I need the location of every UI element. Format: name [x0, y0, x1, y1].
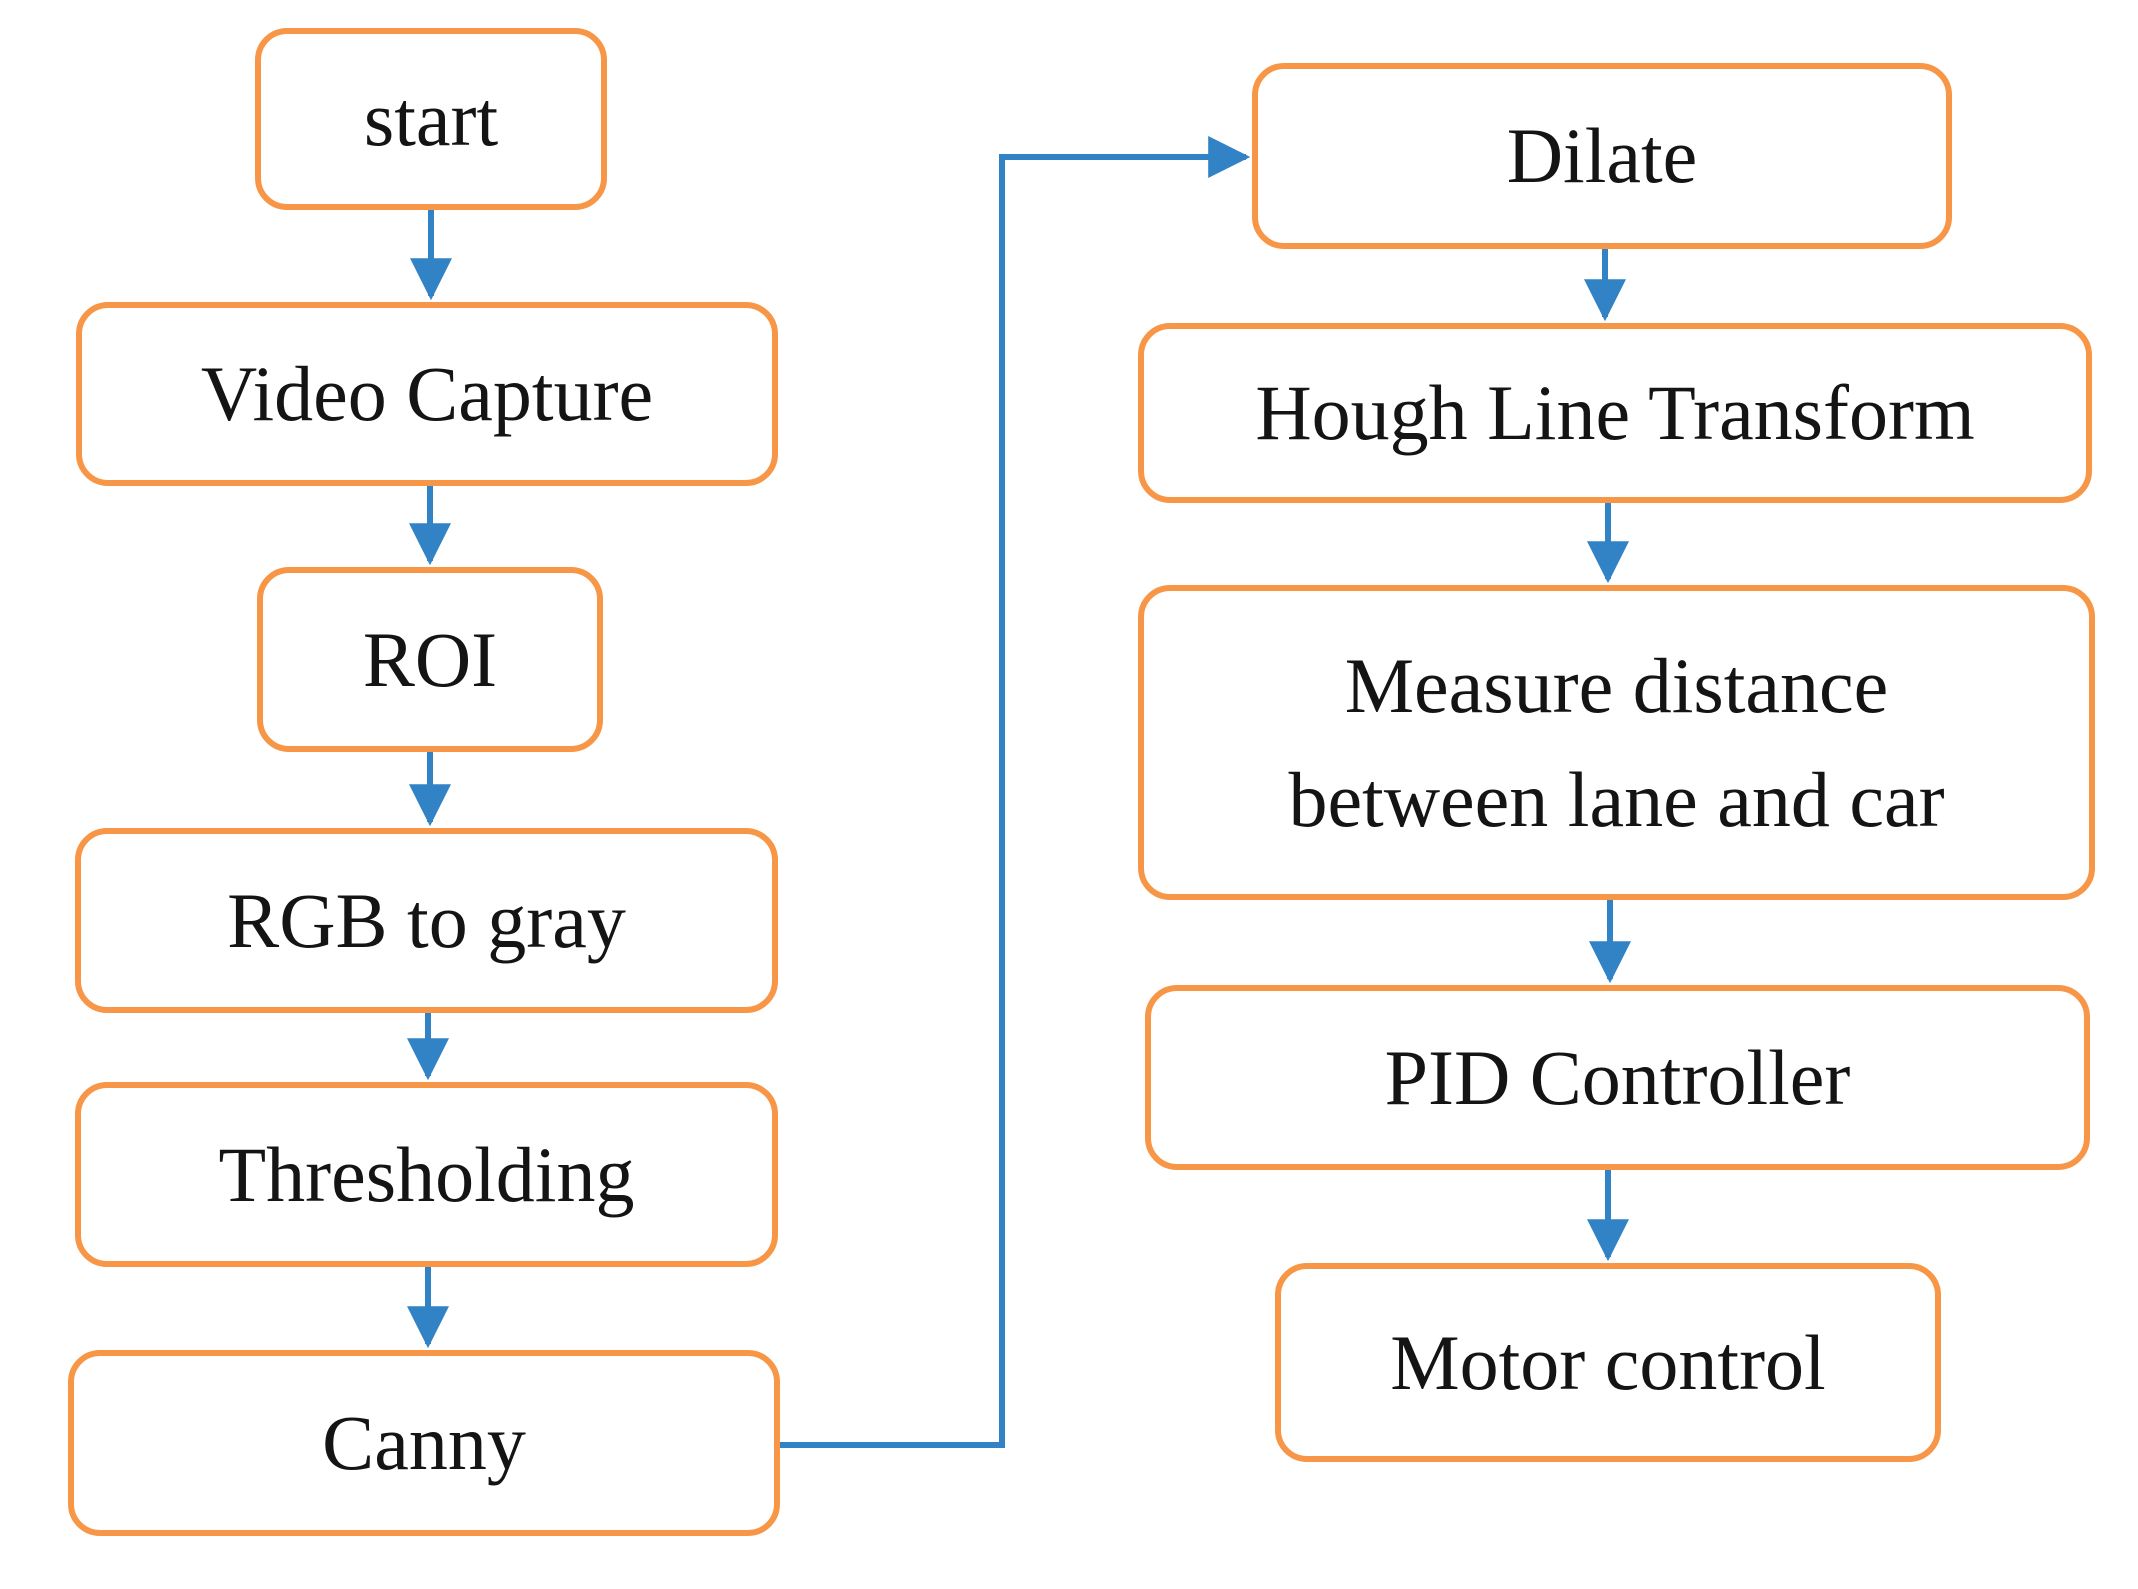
node-pid-controller: PID Controller [1145, 985, 2090, 1170]
node-thresholding: Thresholding [75, 1082, 778, 1267]
node-measure-distance-line1: Measure distance [1344, 642, 1889, 730]
node-canny-label: Canny [322, 1399, 526, 1487]
node-roi-label: ROI [362, 615, 498, 703]
node-measure-distance-line2: between lane and car [1288, 755, 1945, 843]
node-measure-distance: Measure distance between lane and car [1138, 585, 2095, 900]
node-video-capture: Video Capture [76, 302, 778, 486]
node-pid-controller-label: PID Controller [1384, 1033, 1851, 1121]
node-rgb-to-gray-label: RGB to gray [227, 876, 626, 964]
node-start: start [255, 28, 607, 210]
node-roi: ROI [257, 567, 603, 752]
node-start-label: start [363, 75, 499, 163]
edge-canny-to-dilate [780, 136, 1251, 1448]
node-dilate-label: Dilate [1506, 112, 1698, 200]
node-motor-control: Motor control [1275, 1263, 1941, 1462]
node-rgb-to-gray: RGB to gray [75, 828, 778, 1013]
node-thresholding-label: Thresholding [218, 1130, 635, 1218]
node-hough-line-transform: Hough Line Transform [1138, 323, 2092, 503]
node-canny: Canny [68, 1350, 780, 1536]
node-dilate: Dilate [1252, 63, 1952, 249]
node-hough-line-transform-label: Hough Line Transform [1255, 369, 1975, 457]
node-video-capture-label: Video Capture [200, 350, 654, 438]
node-motor-control-label: Motor control [1390, 1318, 1826, 1406]
